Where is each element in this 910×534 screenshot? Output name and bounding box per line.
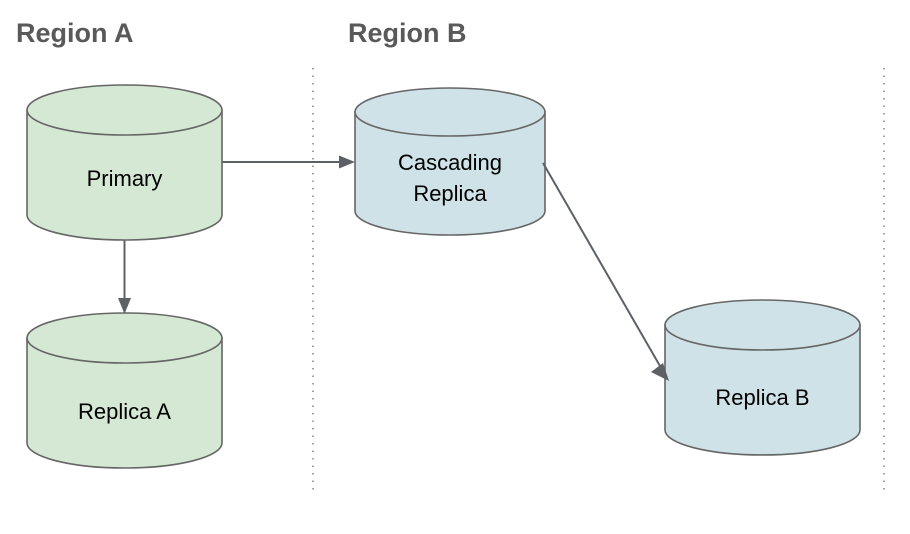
edge-primary-to-replica-a-arrowhead [118,298,131,314]
primary-label: Primary [87,166,163,191]
primary-cylinder-body [26,109,223,241]
node-replica-b[interactable]: Replica B [664,299,861,456]
replica-a-cylinder-body [26,337,223,469]
node-cascading-replica[interactable]: Cascading Replica [354,87,546,236]
edge-cascading-replica-to-replica-b [542,162,669,381]
replica-b-cylinder-top [664,299,861,351]
cascading-replica-label-line-1: Cascading [398,150,502,175]
cascading-replica-cylinder-top [354,87,546,137]
edge-cascading-replica-to-replica-b-line [542,162,661,367]
region-a-label: Region A [16,18,134,48]
edge-primary-to-cascading-replica-arrowhead [339,155,355,169]
replica-a-label: Replica A [78,399,171,424]
node-primary[interactable]: Primary [26,84,223,241]
edge-primary-to-cascading-replica [222,155,355,169]
primary-cylinder-top [26,84,223,136]
edge-primary-to-replica-a [118,240,131,314]
edge-cascading-replica-to-replica-b-arrowhead [651,363,669,381]
replica-b-cylinder-body [664,324,861,456]
cascading-replica-cylinder-body [354,111,546,236]
replica-b-label: Replica B [715,385,809,410]
region-b-label: Region B [348,18,467,48]
replica-a-cylinder-top [26,312,223,364]
cascading-replica-label-line-2: Replica [413,181,487,206]
node-replica-a[interactable]: Replica A [26,312,223,469]
